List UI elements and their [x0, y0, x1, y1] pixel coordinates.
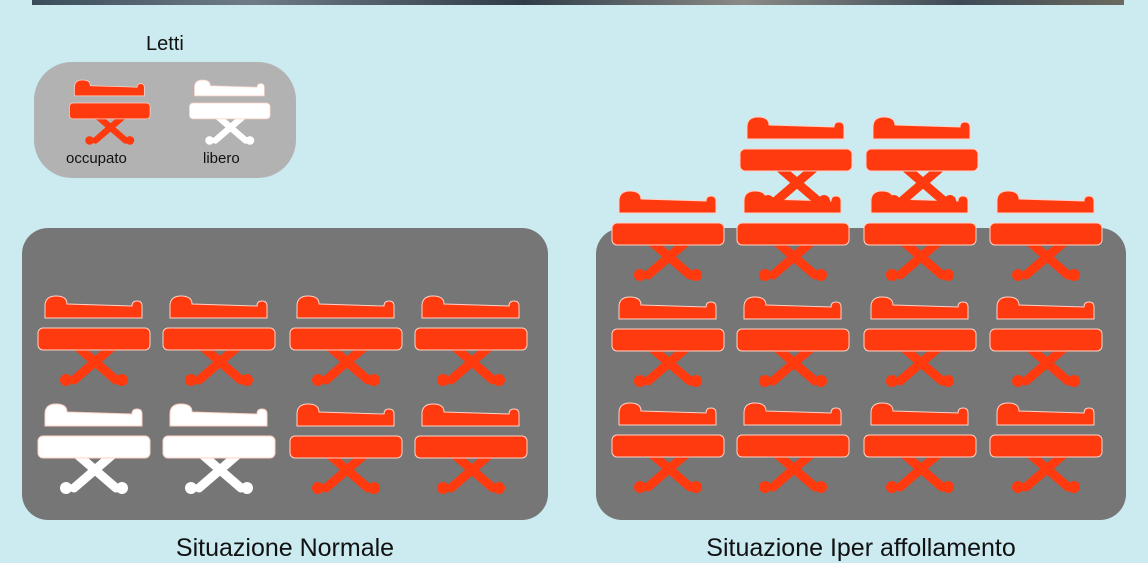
bed-occupied-icon — [988, 190, 1104, 283]
bed-occupied-icon — [610, 402, 726, 495]
bed-occupied-icon — [862, 402, 978, 495]
bed-occupied-icon — [735, 296, 851, 389]
legend-occupied-label: occupato — [66, 150, 127, 167]
bed-free-icon — [188, 79, 272, 146]
bed-free-icon — [161, 403, 277, 496]
bed-occupied-icon — [735, 190, 851, 283]
bed-occupied-icon — [738, 116, 854, 209]
bed-occupied-icon — [862, 296, 978, 389]
bed-occupied-icon — [413, 295, 529, 388]
bed-occupied-icon — [988, 296, 1104, 389]
legend-title: Letti — [146, 33, 184, 55]
normal-situation-caption: Situazione Normale — [175, 534, 395, 562]
bed-occupied-icon — [735, 402, 851, 495]
bed-occupied-icon — [413, 403, 529, 496]
header-image-strip — [32, 0, 1124, 5]
bed-occupied-icon — [610, 190, 726, 283]
bed-occupied-icon — [36, 295, 152, 388]
bed-free-icon — [36, 403, 152, 496]
bed-occupied-icon — [864, 116, 980, 209]
bed-occupied-icon — [988, 402, 1104, 495]
bed-occupied-icon — [862, 190, 978, 283]
bed-occupied-icon — [161, 295, 277, 388]
crowded-situation-caption: Situazione Iper affollamento — [706, 534, 1016, 562]
bed-occupied-icon — [288, 295, 404, 388]
bed-occupied-icon — [610, 296, 726, 389]
legend-free-label: libero — [203, 150, 240, 167]
bed-occupied-icon — [288, 403, 404, 496]
bed-occupied-icon — [68, 79, 152, 146]
